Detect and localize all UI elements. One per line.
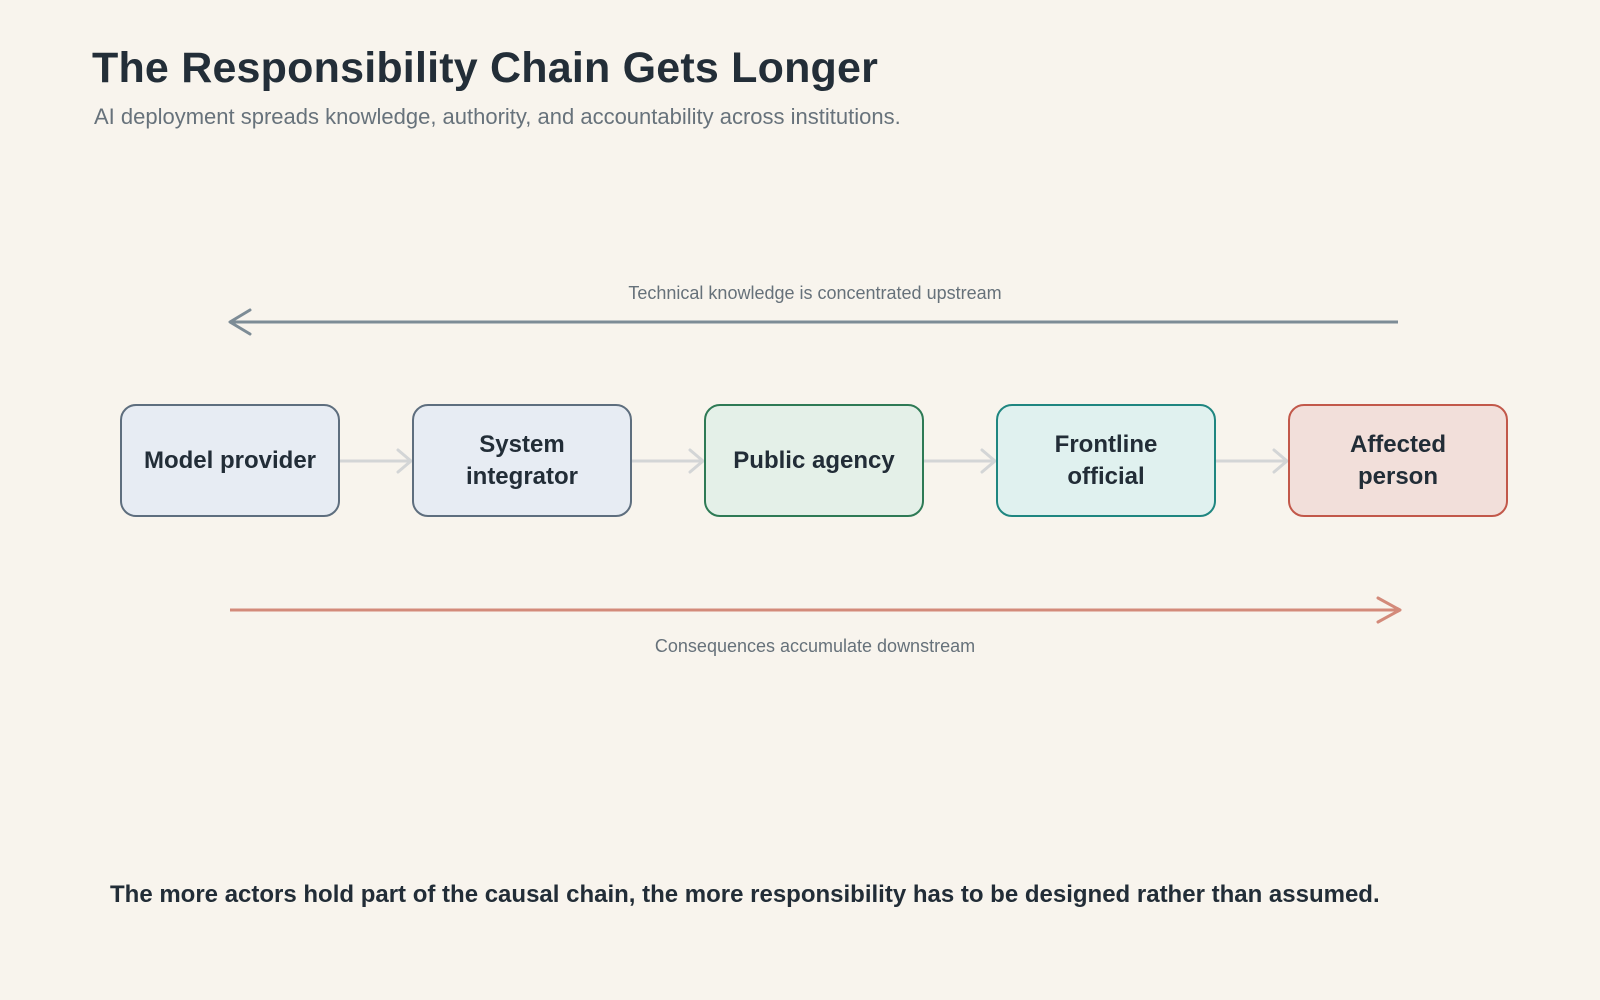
connector [924,448,997,474]
downstream-flow-label: Consequences accumulate downstream [654,636,976,656]
connector [1216,448,1289,474]
upstream-flow-label: Technical knowledge is concentrated upst… [628,283,1002,303]
connector [632,448,705,474]
node-label: Frontline official [1054,430,1158,490]
node-model-provider: Model provider [120,404,340,517]
node-frontline-official: Frontline official [996,404,1216,517]
page-subtitle: AI deployment spreads knowledge, authori… [94,104,901,129]
node-label: Affected person [1349,430,1446,490]
node-public-agency: Public agency [704,404,924,517]
page-title: The Responsibility Chain Gets Longer [92,44,879,92]
conclusion-text: The more actors hold part of the causal … [110,881,1380,908]
node-label: System integrator [465,430,578,490]
node-affected-person: Affected person [1288,404,1508,517]
downstream-arrow-head [1376,596,1402,624]
upstream-arrow-head [228,308,252,336]
node-label: Model provider [143,446,317,474]
connector [340,448,413,474]
node-system-integrator: System integrator [412,404,632,517]
node-label: Public agency [733,446,895,474]
